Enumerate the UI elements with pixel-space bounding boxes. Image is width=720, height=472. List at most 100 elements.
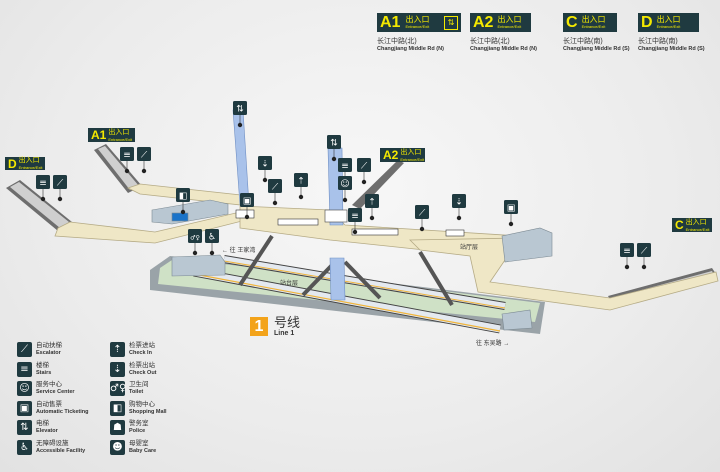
legend-zh: 无障碍设施 xyxy=(36,440,69,447)
legend-item: ⇡ 检票进站 Check In xyxy=(110,342,155,357)
legend-zh: 卫生间 xyxy=(129,381,149,389)
exit-en: Entrance/Exit xyxy=(18,165,43,170)
train-front xyxy=(193,267,501,334)
exit-zh: 出入口 xyxy=(656,15,681,24)
check-in-icon: ⇡ xyxy=(110,342,125,357)
exit-code: A2 xyxy=(473,13,494,31)
svg-text:⟋: ⟋ xyxy=(641,247,648,257)
check-out-icon: ⇣ xyxy=(258,156,272,183)
exit-en: Entrance/Exit xyxy=(581,24,606,29)
exit-road-c: 长江中路(南) Changjiang Middle Rd (S) xyxy=(563,37,630,53)
svg-text:⇡: ⇡ xyxy=(297,177,305,187)
direction-label-right: 往 东吴路 → xyxy=(476,341,510,347)
check-in-icon: ⇡ xyxy=(365,194,379,221)
exit-zh: 出入口 xyxy=(581,15,606,24)
svg-text:▣: ▣ xyxy=(243,197,252,207)
exit-en: Entrance/Exit xyxy=(656,24,681,29)
exit-zh: 出入口 xyxy=(108,128,130,136)
exit-en: Entrance/Exit xyxy=(405,24,430,29)
escalator-icon: ⟋ xyxy=(17,342,32,357)
svg-text:≡: ≡ xyxy=(123,151,131,161)
legend-item: ⇅ 电梯 Elevator xyxy=(17,420,58,436)
legend-item: ⟋ 自动扶梯 Escalator xyxy=(17,342,62,357)
svg-text:≡: ≡ xyxy=(341,162,349,172)
svg-text:≡: ≡ xyxy=(39,179,47,189)
legend-en: Elevator xyxy=(36,428,58,435)
exit-code: C xyxy=(566,13,578,31)
exit-a1-escalator xyxy=(94,144,142,193)
legend-en: Baby Care xyxy=(129,448,157,454)
legend-zh: 楼梯 xyxy=(36,361,49,369)
legend-zh: 自动售票 xyxy=(36,400,62,408)
ticket-machine-icon: ▣ xyxy=(17,400,32,416)
elevator-icon: ⇅ xyxy=(327,135,341,162)
road-en: Changjiang Middle Rd (S) xyxy=(563,46,630,52)
escalator-icon: ⟋ xyxy=(53,175,67,202)
check-out-icon: ⇣ xyxy=(452,194,466,221)
legend-en: Toilet xyxy=(129,389,144,396)
svg-text:⟋: ⟋ xyxy=(141,151,148,161)
stairs-icon: ≡ xyxy=(120,147,134,174)
svg-text:≡: ≡ xyxy=(623,247,631,257)
exit-zh: 出入口 xyxy=(405,15,430,24)
road-en: Changjiang Middle Rd (S) xyxy=(638,46,705,52)
exit-code: A2 xyxy=(383,148,399,162)
line-number: 1 xyxy=(250,317,268,336)
exit-code: D xyxy=(641,13,653,31)
exit-code: C xyxy=(675,218,684,232)
legend-item: ♂♀ 卫生间 Toilet xyxy=(110,381,149,397)
svg-text:⇣: ⇣ xyxy=(455,198,463,208)
road-zh: 长江中路(南) xyxy=(638,38,678,45)
svg-text:≡: ≡ xyxy=(351,212,359,222)
legend-en: Automatic Ticketing xyxy=(36,408,89,415)
legend-zh: 检票出站 xyxy=(129,361,155,369)
svg-text:⇣: ⇣ xyxy=(261,160,269,170)
exit-zh: 出入口 xyxy=(18,157,40,164)
concourse-label: 站厅层 xyxy=(460,245,479,251)
legend-en: Stairs xyxy=(36,369,52,376)
exit-d-escalator xyxy=(6,180,72,231)
legend-zh: 检票进站 xyxy=(129,342,155,349)
exit-code: A1 xyxy=(380,13,401,31)
elevator-icon: ⇅ xyxy=(233,101,247,128)
service-center-icon: ☺ xyxy=(17,381,32,397)
road-zh: 长江中路(北) xyxy=(470,38,510,45)
toilet-icon: ♂♀ xyxy=(110,381,127,397)
exit-en: Entrance/Exit xyxy=(685,226,710,232)
svg-text:▣: ▣ xyxy=(507,204,516,214)
svg-text:⟋: ⟋ xyxy=(419,209,426,219)
legend-en: Check Out xyxy=(129,369,157,376)
exit-en: Entrance/Exit xyxy=(400,156,425,162)
legend-item: ◧ 购物中心 Shopping Mall xyxy=(110,400,167,416)
exit-code: D xyxy=(8,156,17,171)
police-icon: ☗ xyxy=(110,420,125,436)
exit-road-a2: 长江中路(北) Changjiang Middle Rd (N) xyxy=(470,37,537,53)
svg-text:⇅: ⇅ xyxy=(236,105,244,115)
baby-care-icon: ☻ xyxy=(110,440,125,455)
shopping-mall-icon: ◧ xyxy=(176,188,190,215)
legend-zh: 母婴室 xyxy=(129,440,149,447)
elevator-icon: ⇅ xyxy=(444,15,458,30)
exit-road-a1: 长江中路(北) Changjiang Middle Rd (N) xyxy=(377,37,444,53)
exit-code: A1 xyxy=(91,128,107,142)
platform-label: 站台层 xyxy=(280,281,299,287)
legend-item: ♿ 无障碍设施 Accessible Facility xyxy=(17,440,85,455)
road-zh: 长江中路(南) xyxy=(563,38,603,45)
stairs-to-platform xyxy=(238,234,454,307)
legend-item: ≡ 楼梯 Stairs xyxy=(17,361,52,377)
stairs-icon: ≡ xyxy=(36,175,50,202)
escalator-icon: ⟋ xyxy=(415,205,429,232)
legend-en: Shopping Mall xyxy=(129,408,167,415)
exit-zh: 出入口 xyxy=(685,218,707,226)
legend-en: Check In xyxy=(129,350,152,356)
legend-zh: 自动扶梯 xyxy=(36,342,62,349)
line-badge: 1 号线 Line 1 xyxy=(250,316,300,337)
svg-text:⟋: ⟋ xyxy=(361,162,368,172)
exit-zh: 出入口 xyxy=(400,148,422,156)
escalator-icon: ⟋ xyxy=(268,179,282,206)
